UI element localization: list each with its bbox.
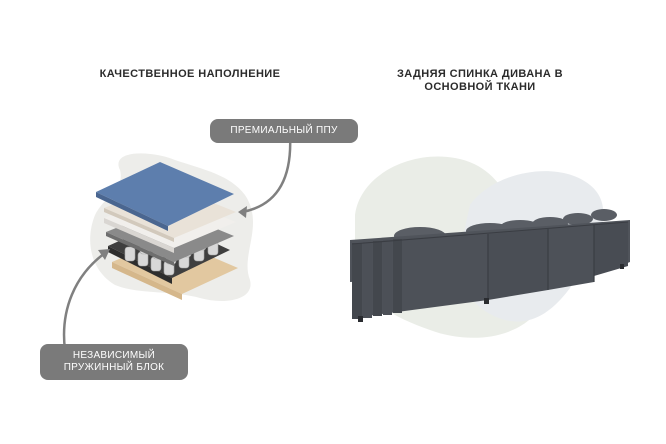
arrow-to-springs-icon — [62, 251, 107, 352]
heading-back-side-line2: ОСНОВНОЙ ТКАНИ — [424, 81, 536, 93]
label-spring-block-line2: ПРУЖИННЫЙ БЛОК — [63, 362, 165, 373]
heading-quality-filling: КАЧЕСТВЕННОЕ НАПОЛНЕНИЕ — [99, 68, 281, 80]
heading-back-side-line1: ЗАДНЯЯ СПИНКА ДИВАНА В — [396, 68, 564, 80]
layer-top-fabric — [96, 162, 234, 226]
label-premium-foam: ПРЕМИАЛЬНЫЙ ППУ — [210, 119, 358, 143]
arrow-to-foam-icon — [240, 133, 292, 214]
mattress-layers — [96, 162, 238, 300]
label-spring-block-line1: НЕЗАВИСИМЫЙ — [72, 350, 156, 361]
sofa-back-view — [350, 209, 630, 322]
label-spring-block: НЕЗАВИСИМЫЙ ПРУЖИННЫЙ БЛОК — [40, 344, 188, 380]
heading-back-side: ЗАДНЯЯ СПИНКА ДИВАНА В ОСНОВНОЙ ТКАНИ — [380, 68, 580, 94]
